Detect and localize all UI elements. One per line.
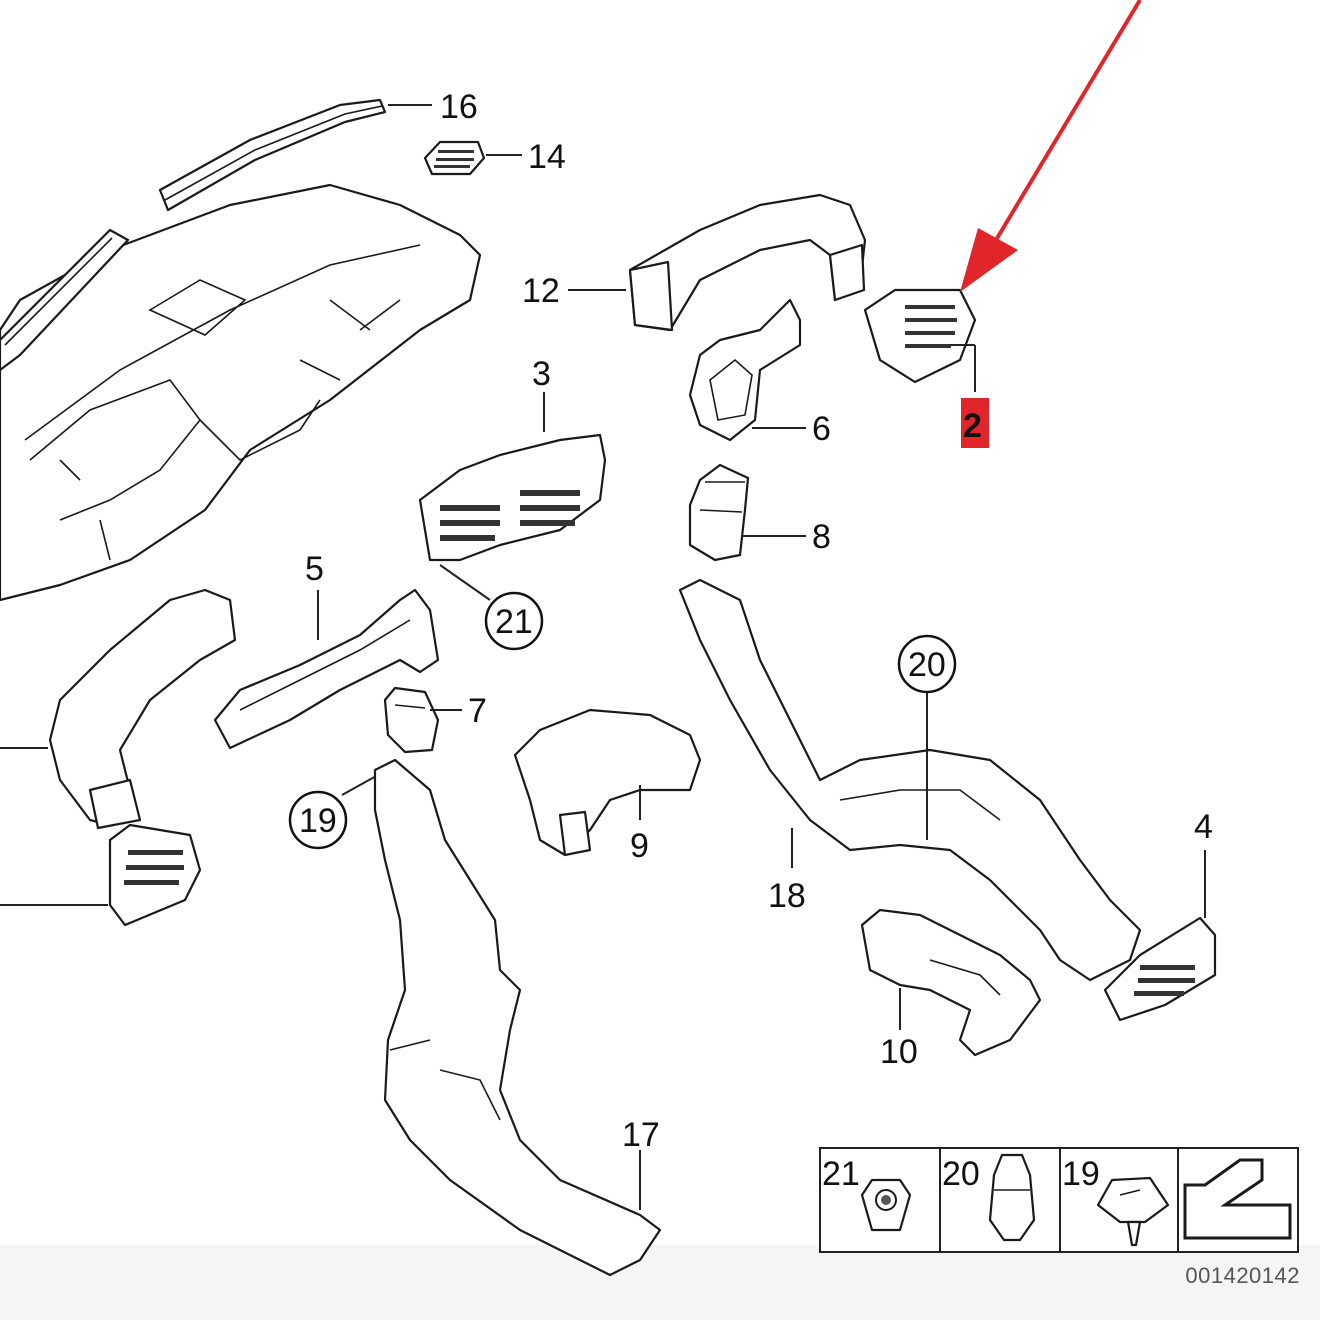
callout-18: 18 xyxy=(768,877,806,915)
duct-left xyxy=(0,588,237,830)
clip-19-callout: 19 xyxy=(288,774,379,850)
callout-12: 12 xyxy=(522,272,560,310)
callout-21: 21 xyxy=(495,603,533,641)
callout-19: 19 xyxy=(299,802,337,840)
duct-12: 12 xyxy=(522,193,867,332)
duct-18: 18 xyxy=(678,578,1142,982)
dashboard-panel xyxy=(0,183,482,602)
footer-band xyxy=(0,1245,1320,1320)
legend-20: 20 xyxy=(942,1155,980,1193)
clip-7: 7 xyxy=(383,686,487,754)
legend-21: 21 xyxy=(822,1155,860,1193)
callout-4: 4 xyxy=(1194,808,1213,846)
vent-left xyxy=(0,823,202,927)
center-vent-3: 3 xyxy=(418,355,607,562)
callout-14: 14 xyxy=(528,138,566,176)
expansion-nut-icon xyxy=(988,1153,1036,1242)
callout-8: 8 xyxy=(812,518,831,556)
clip-20-callout: 20 xyxy=(897,634,957,840)
fastener-legend: 21 20 19 xyxy=(819,1147,1299,1253)
callout-16: 16 xyxy=(440,88,478,126)
callout-10: 10 xyxy=(880,1033,918,1071)
duct-17: 17 xyxy=(373,758,662,1277)
legend-19: 19 xyxy=(1062,1155,1100,1193)
callout-5: 5 xyxy=(305,550,324,588)
duct-8: 8 xyxy=(688,463,831,562)
highlight-box xyxy=(961,398,989,448)
defroster-strip-16: 16 xyxy=(158,88,478,212)
callout-3: 3 xyxy=(532,355,551,393)
callout-6: 6 xyxy=(812,410,831,448)
callout-7: 7 xyxy=(468,692,487,730)
reference-code: 001420142 xyxy=(1185,1263,1300,1288)
nut-icon xyxy=(860,1178,912,1232)
defroster-strip-left xyxy=(0,228,130,372)
vent-4: 4 xyxy=(1103,808,1217,1022)
pointer-arrow xyxy=(960,0,1142,292)
callout-17: 17 xyxy=(622,1116,660,1154)
duct-5: 5 xyxy=(213,550,440,750)
callout-9: 9 xyxy=(630,827,649,865)
clip-icon xyxy=(1096,1176,1170,1247)
callout-20: 20 xyxy=(908,646,946,684)
callout-2: 2 xyxy=(963,407,982,445)
clip-21-callout: 21 xyxy=(439,564,544,651)
grille-14: 14 xyxy=(423,138,566,176)
duct-6: 6 xyxy=(688,298,831,448)
duct-10: 10 xyxy=(860,908,1042,1071)
front-direction-arrow-icon xyxy=(1183,1158,1292,1240)
vent-2: 2 xyxy=(863,288,989,448)
duct-9: 9 xyxy=(513,708,702,865)
